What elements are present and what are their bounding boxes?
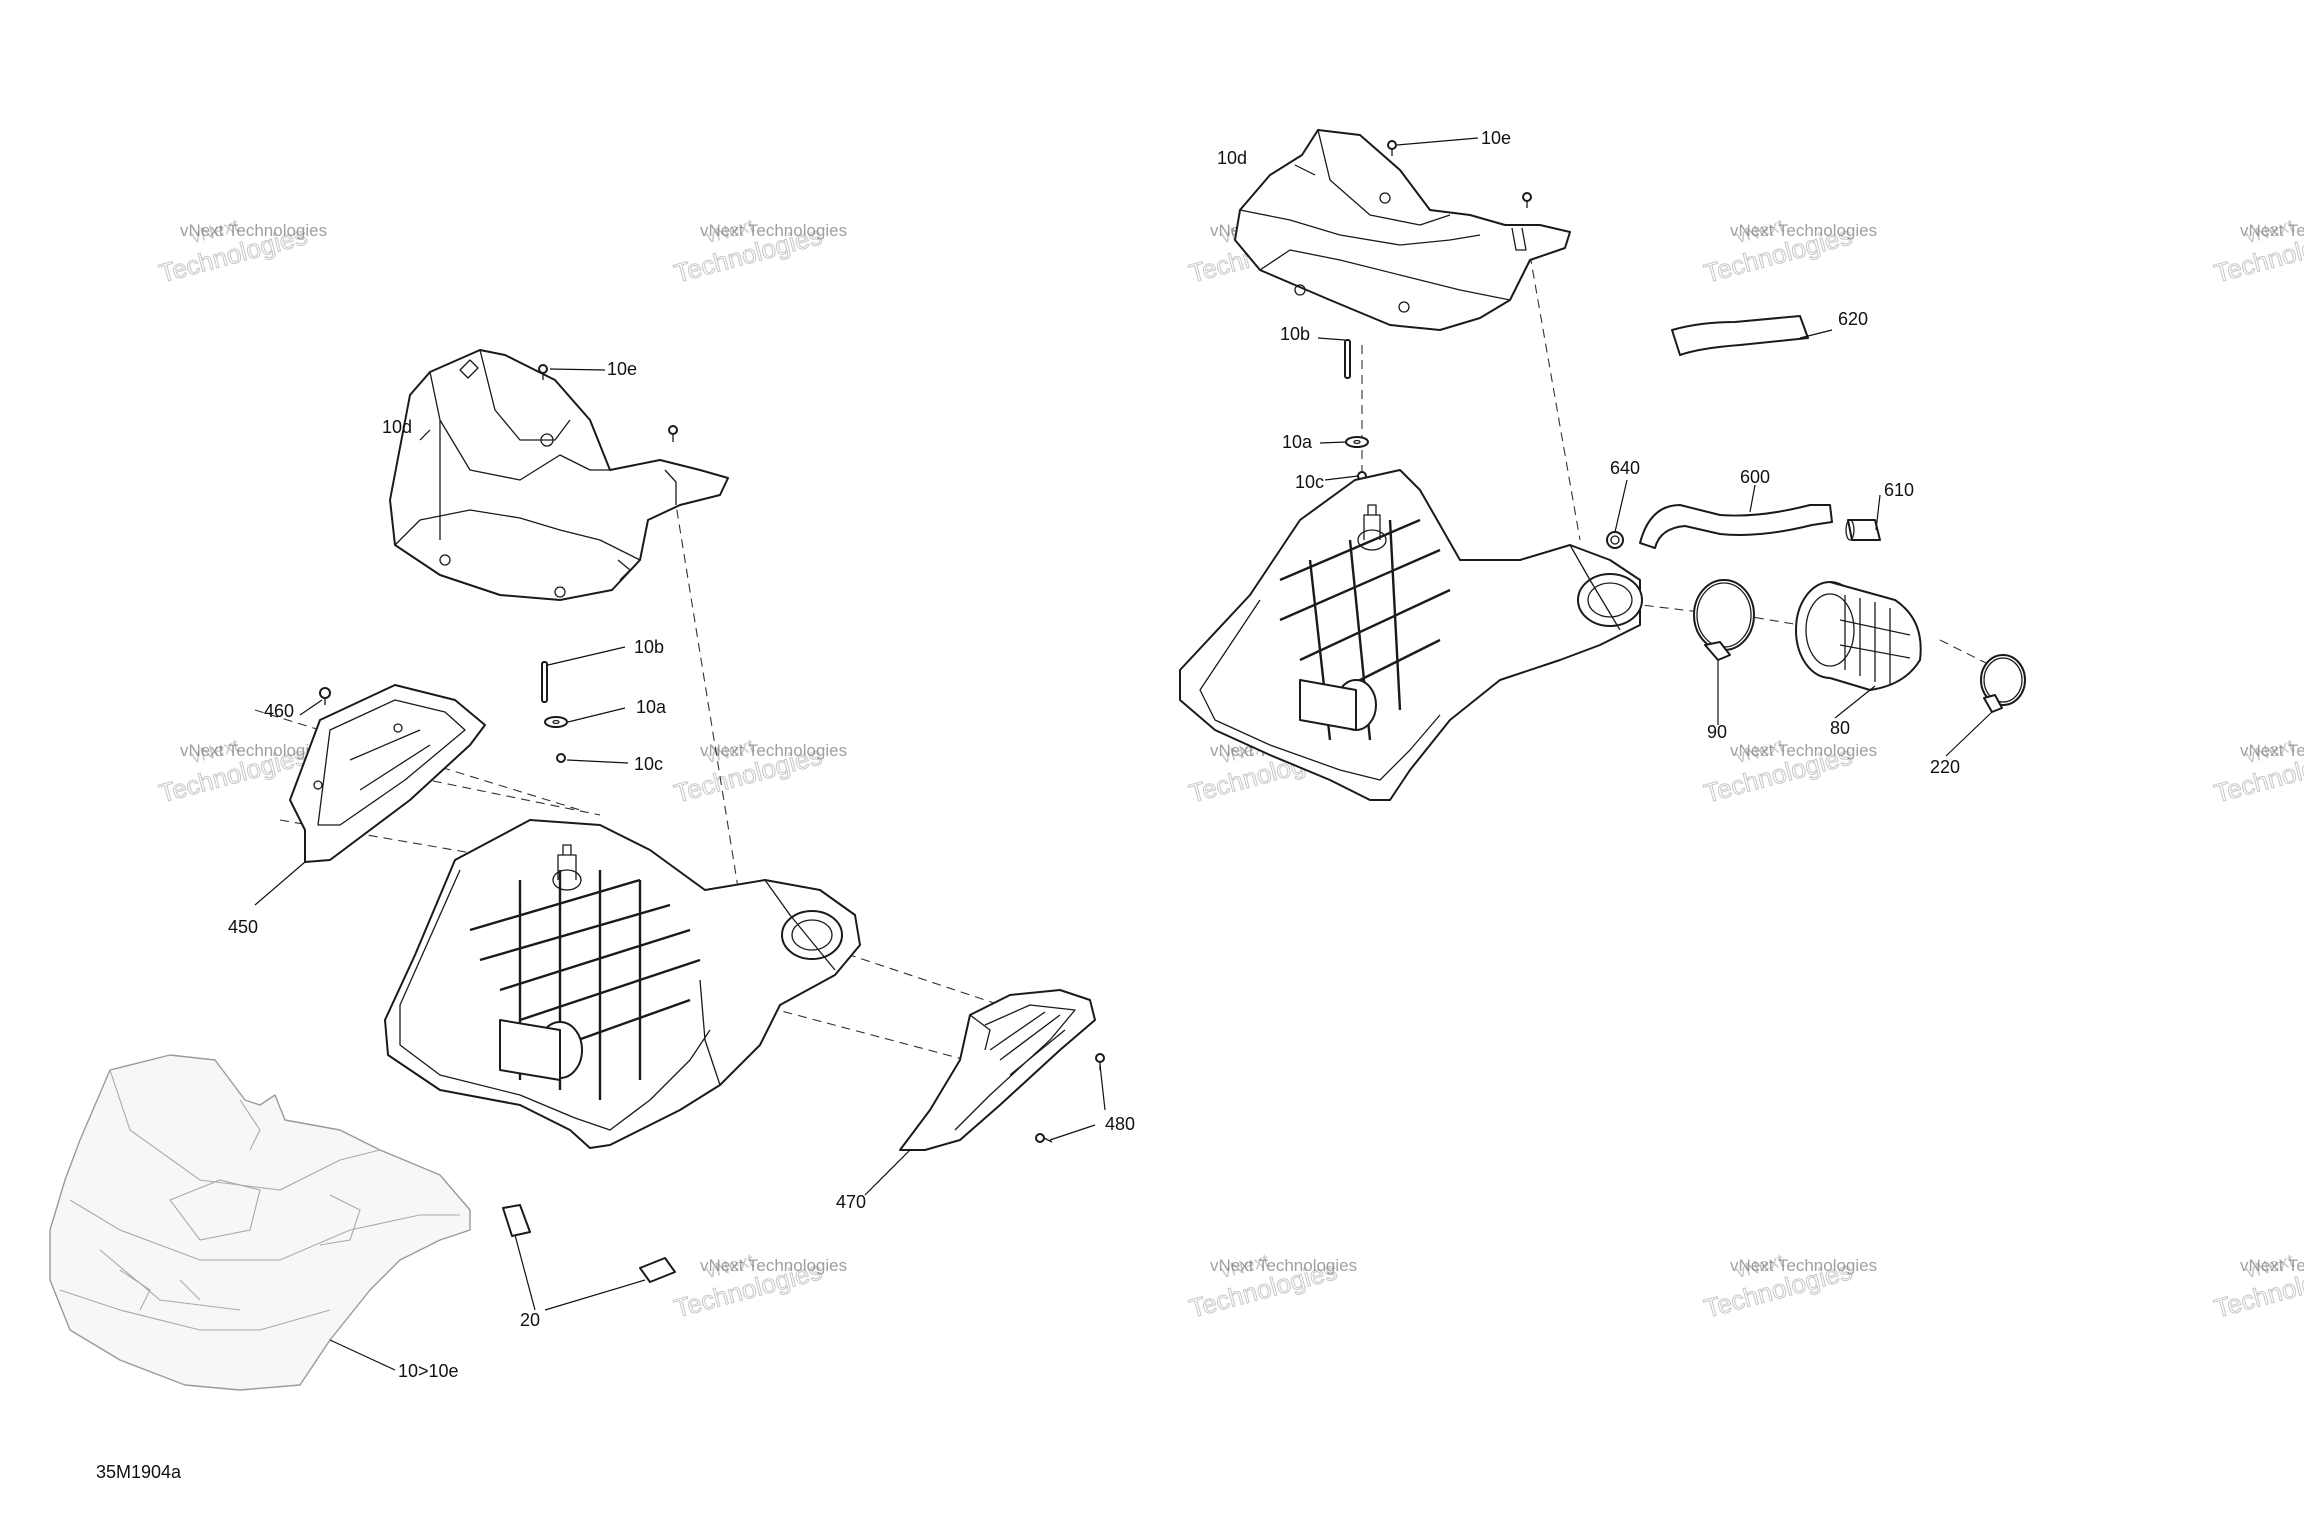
clamp-90 — [1693, 579, 1755, 661]
watermark-text: vNext Technologies — [180, 741, 327, 760]
callout-10c: 10c — [634, 754, 663, 774]
watermark-text: vNext Technologies — [2240, 221, 2304, 240]
callout-640: 640 — [1610, 458, 1640, 478]
duct-470 — [899, 989, 1096, 1151]
watermark-text: vNext Technologies — [700, 741, 847, 760]
callout-10a: 10a — [636, 697, 667, 717]
watermark: vNext Technologies — [2210, 735, 2304, 809]
screw-480 — [1035, 1053, 1105, 1143]
clamp-220 — [1980, 654, 2026, 713]
nut-10c-left — [556, 753, 566, 763]
hose-600 — [1639, 504, 1833, 549]
assembly-10-to-10e — [49, 1054, 471, 1391]
panel-450 — [289, 684, 486, 863]
callout-470: 470 — [836, 1192, 866, 1212]
watermark-text: vNext Technologies — [700, 221, 847, 240]
callout-460: 460 — [264, 701, 294, 721]
watermark-text: vNext Technologies — [1730, 1256, 1877, 1275]
callout-10e: 10e — [1481, 128, 1511, 148]
watermark: vNext Technologies — [155, 215, 310, 289]
cover-10d-right — [1234, 129, 1571, 331]
clip-20 — [502, 1204, 676, 1283]
cover-10d-left — [389, 349, 729, 601]
watermark: vNext Technologies — [2210, 1250, 2304, 1324]
watermark: vNext Technologies — [2210, 215, 2304, 289]
callout-90: 90 — [1707, 722, 1727, 742]
callout-10b: 10b — [1280, 324, 1310, 344]
watermark: vNext Technologies — [1700, 215, 1855, 289]
watermark: vNext Technologies — [1185, 1250, 1340, 1324]
bolt-10b-right — [1344, 339, 1351, 379]
assembly-line — [671, 479, 741, 901]
assembly-line — [739, 999, 986, 1066]
callout-10d: 10d — [382, 417, 412, 437]
screw-10e-right — [1387, 140, 1532, 208]
watermark-text: vNext Technologies — [2240, 741, 2304, 760]
airbox-left — [384, 819, 861, 1149]
watermark-text: vNext Technologies — [1730, 741, 1877, 760]
callout-labels: 10e 10d 10b 10a 10c 460 450 470 480 20 1… — [228, 128, 1960, 1381]
callout-20: 20 — [520, 1310, 540, 1330]
callout-620: 620 — [1838, 309, 1868, 329]
watermark: vNext Technologies — [670, 735, 825, 809]
screw-460 — [319, 687, 331, 705]
watermark-text: vNext Technologies — [180, 221, 327, 240]
filter-80 — [1795, 581, 1922, 691]
callout-10b: 10b — [634, 637, 664, 657]
airbox-right — [1179, 469, 1643, 801]
screw-10e-left — [538, 364, 678, 442]
washer-10a-right — [1345, 436, 1369, 448]
watermark: vNext Technologies — [670, 1250, 825, 1324]
washer-10a-left — [544, 716, 568, 728]
watermark-text: vNext Technologies — [1730, 221, 1877, 240]
watermark: vNext Technologies — [155, 735, 310, 809]
clamp-640 — [1606, 531, 1624, 549]
hose-620 — [1671, 315, 1809, 356]
callout-480: 480 — [1105, 1114, 1135, 1134]
callout-220: 220 — [1930, 757, 1960, 777]
watermark: vNext Technologies — [670, 215, 825, 289]
bolt-10b-left — [541, 661, 548, 703]
fitting-610 — [1845, 519, 1881, 541]
watermark-text: vNext Technologies — [700, 1256, 847, 1275]
callout-10c: 10c — [1295, 472, 1324, 492]
assembly-line — [789, 934, 1016, 1011]
watermark-text: vNext Technologies — [1210, 1256, 1357, 1275]
leader-lines — [254, 137, 1993, 1371]
callout-10a: 10a — [1282, 432, 1313, 452]
callout-10d: 10d — [1217, 148, 1247, 168]
assembly-line — [1739, 614, 1801, 626]
callout-10-to-10e: 10>10e — [398, 1361, 459, 1381]
callout-610: 610 — [1884, 480, 1914, 500]
callout-80: 80 — [1830, 718, 1850, 738]
callout-600: 600 — [1740, 467, 1770, 487]
callout-10e: 10e — [607, 359, 637, 379]
watermark: vNext Technologies — [1700, 1250, 1855, 1324]
assembly-line — [1529, 254, 1581, 541]
assembly-line — [1939, 639, 2001, 671]
figure-id: 35M1904a — [96, 1462, 182, 1482]
watermark-text: vNext Technologies — [2240, 1256, 2304, 1275]
callout-450: 450 — [228, 917, 258, 937]
